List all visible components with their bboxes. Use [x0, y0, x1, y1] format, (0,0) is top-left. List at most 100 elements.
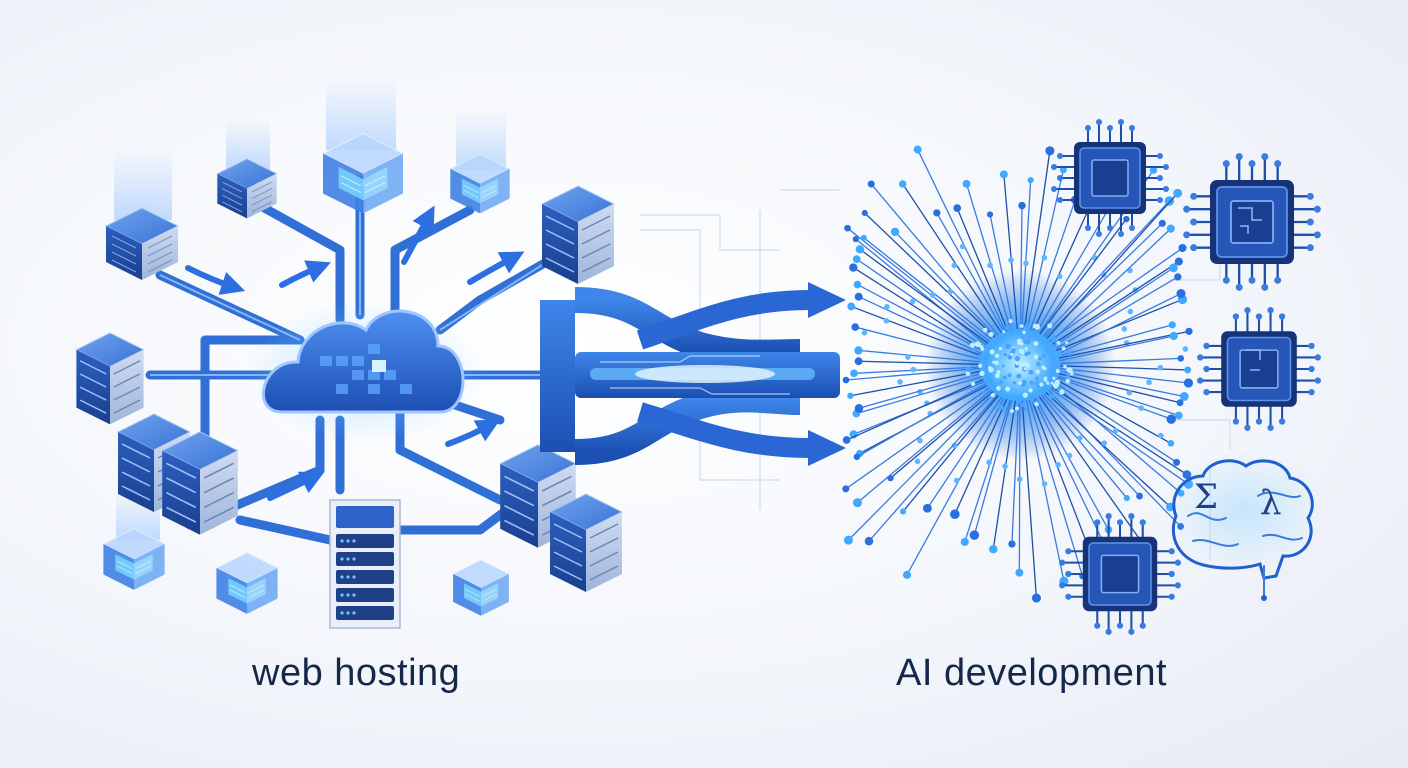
neural-node	[1055, 462, 1061, 468]
neural-core-dot	[965, 366, 972, 373]
neural-core-dot	[1060, 369, 1064, 373]
neural-link	[1021, 400, 1038, 599]
neural-node	[913, 145, 922, 154]
neural-core-dot	[1018, 348, 1025, 355]
neural-node	[951, 262, 958, 269]
neural-link	[956, 207, 1009, 331]
neural-core-dot	[969, 342, 976, 348]
neural-link	[906, 397, 1005, 576]
neural-node	[987, 262, 993, 269]
neural-core-dot	[1032, 329, 1038, 336]
neural-core-dot	[1019, 324, 1024, 328]
neural-link	[847, 392, 995, 541]
neural-link	[1041, 394, 1128, 499]
neural-core-dot	[1054, 382, 1060, 388]
neural-link	[894, 231, 997, 337]
neural-link	[1056, 379, 1172, 444]
neural-node	[854, 403, 864, 413]
neural-core-dot	[1028, 388, 1033, 393]
neural-node	[959, 243, 966, 250]
neural-link	[973, 400, 1013, 536]
neural-node	[1018, 201, 1026, 210]
neural-node	[1166, 224, 1175, 233]
neural-core-dot	[1017, 380, 1023, 386]
neural-node	[1149, 166, 1158, 174]
neural-core-dot	[1023, 407, 1027, 411]
neural-link	[856, 258, 986, 349]
neural-node	[852, 236, 859, 243]
neural-node	[1056, 273, 1063, 280]
neural-node	[1031, 593, 1041, 603]
neural-node	[842, 376, 850, 384]
neural-node	[1168, 321, 1176, 329]
neural-core-dot	[1016, 398, 1023, 404]
neural-core-dot	[991, 324, 995, 329]
server-tower	[549, 493, 623, 593]
neural-node	[1023, 260, 1029, 267]
neural-core-dot	[1041, 353, 1046, 358]
neural-core-dot	[988, 366, 994, 373]
neural-link	[1011, 400, 1020, 545]
neural-core-dot	[1067, 350, 1072, 355]
neural-core-dot	[990, 392, 996, 398]
neural-link	[857, 389, 992, 504]
neural-network-burst	[842, 145, 1194, 603]
neural-core-dot	[1048, 394, 1053, 399]
neural-link	[1058, 324, 1173, 357]
neural-node	[852, 498, 862, 508]
neural-core-dot	[1025, 322, 1029, 326]
neural-node	[1158, 432, 1164, 439]
neural-node	[1146, 379, 1152, 386]
neural-link	[1030, 399, 1089, 547]
neural-node	[929, 292, 936, 298]
neural-node	[1174, 411, 1183, 420]
neural-core-dot	[1021, 379, 1028, 386]
neural-link	[845, 367, 981, 381]
neural-node	[860, 234, 867, 241]
neural-core-dot	[971, 347, 977, 352]
neural-link	[856, 375, 983, 415]
neural-node	[847, 392, 854, 399]
neural-core-dot	[1007, 354, 1013, 360]
neural-core-dot	[1043, 366, 1047, 371]
neural-link	[902, 183, 1003, 334]
neural-core-dot	[1024, 324, 1029, 330]
neural-core-dot	[996, 369, 1001, 375]
neural-node	[1008, 540, 1016, 548]
neural-link	[1026, 169, 1065, 330]
neural-core-dot	[1052, 376, 1056, 380]
neural-node	[1015, 568, 1024, 577]
neural-link	[1054, 382, 1177, 463]
neural-core-dot	[1037, 400, 1041, 404]
neural-link	[858, 296, 983, 355]
neural-core-dot	[1010, 323, 1016, 329]
neural-core-dot	[1036, 362, 1041, 367]
neural-node	[1177, 355, 1185, 362]
neural-node	[1169, 263, 1178, 273]
neural-core-dot	[996, 385, 1001, 391]
neural-core-dot	[1012, 395, 1016, 400]
neural-core-dot	[1040, 390, 1044, 394]
neural-core-dot	[1007, 373, 1012, 378]
neural-node	[1138, 405, 1144, 411]
neural-node	[1041, 481, 1048, 487]
neural-link	[853, 366, 981, 374]
neural-link	[1039, 218, 1127, 335]
neural-core-dot	[1054, 362, 1060, 368]
neural-node	[910, 366, 917, 373]
neural-node	[853, 280, 862, 289]
neural-node	[933, 209, 941, 217]
transition-pipe	[540, 282, 846, 466]
neural-node	[849, 263, 858, 272]
neural-link	[1043, 393, 1141, 497]
neural-core-dot	[1047, 323, 1053, 329]
neural-core-dot	[1000, 332, 1004, 336]
neural-core-dot	[985, 381, 991, 387]
neural-link	[1057, 292, 1182, 355]
neural-node	[1176, 399, 1184, 407]
neural-core-dot	[1004, 343, 1011, 350]
chip-icon	[1181, 152, 1323, 292]
neural-node	[1173, 188, 1183, 198]
neural-core-dot	[1039, 382, 1044, 387]
